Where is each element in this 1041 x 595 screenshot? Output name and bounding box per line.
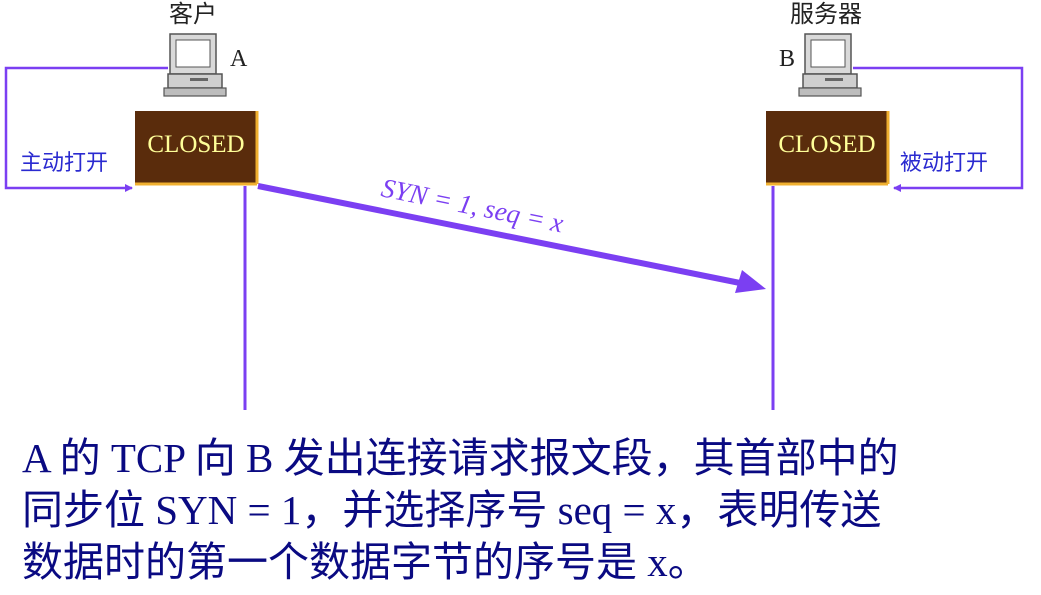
caption-line: A 的 TCP 向 B 发出连接请求报文段，其首部中的	[22, 435, 899, 481]
server-computer-icon	[798, 33, 862, 97]
caption-line: 数据时的第一个数据字节的序号是 x。	[22, 539, 709, 585]
client-computer-icon	[163, 33, 227, 97]
caption: A 的 TCP 向 B 发出连接请求报文段，其首部中的 同步位 SYN = 1，…	[22, 432, 1032, 588]
server-open-loop	[853, 66, 1024, 192]
client-state-box	[135, 111, 257, 184]
client-title: 客户	[169, 0, 217, 28]
caption-line: 同步位 SYN = 1，并选择序号 seq = x，表明传送	[22, 487, 882, 533]
client-open-loop	[4, 66, 168, 192]
syn-message-arrow	[257, 183, 751, 288]
client-open-action: 主动打开	[20, 151, 108, 176]
server-state-box	[766, 111, 888, 184]
server-host-label: B	[779, 46, 795, 72]
client-state-label: CLOSED	[147, 131, 244, 158]
client-host-label: A	[230, 46, 248, 72]
server-state-label: CLOSED	[778, 131, 875, 158]
server-title: 服务器	[790, 0, 862, 28]
syn-arrowhead	[735, 270, 766, 293]
server-open-action: 被动打开	[900, 151, 988, 176]
